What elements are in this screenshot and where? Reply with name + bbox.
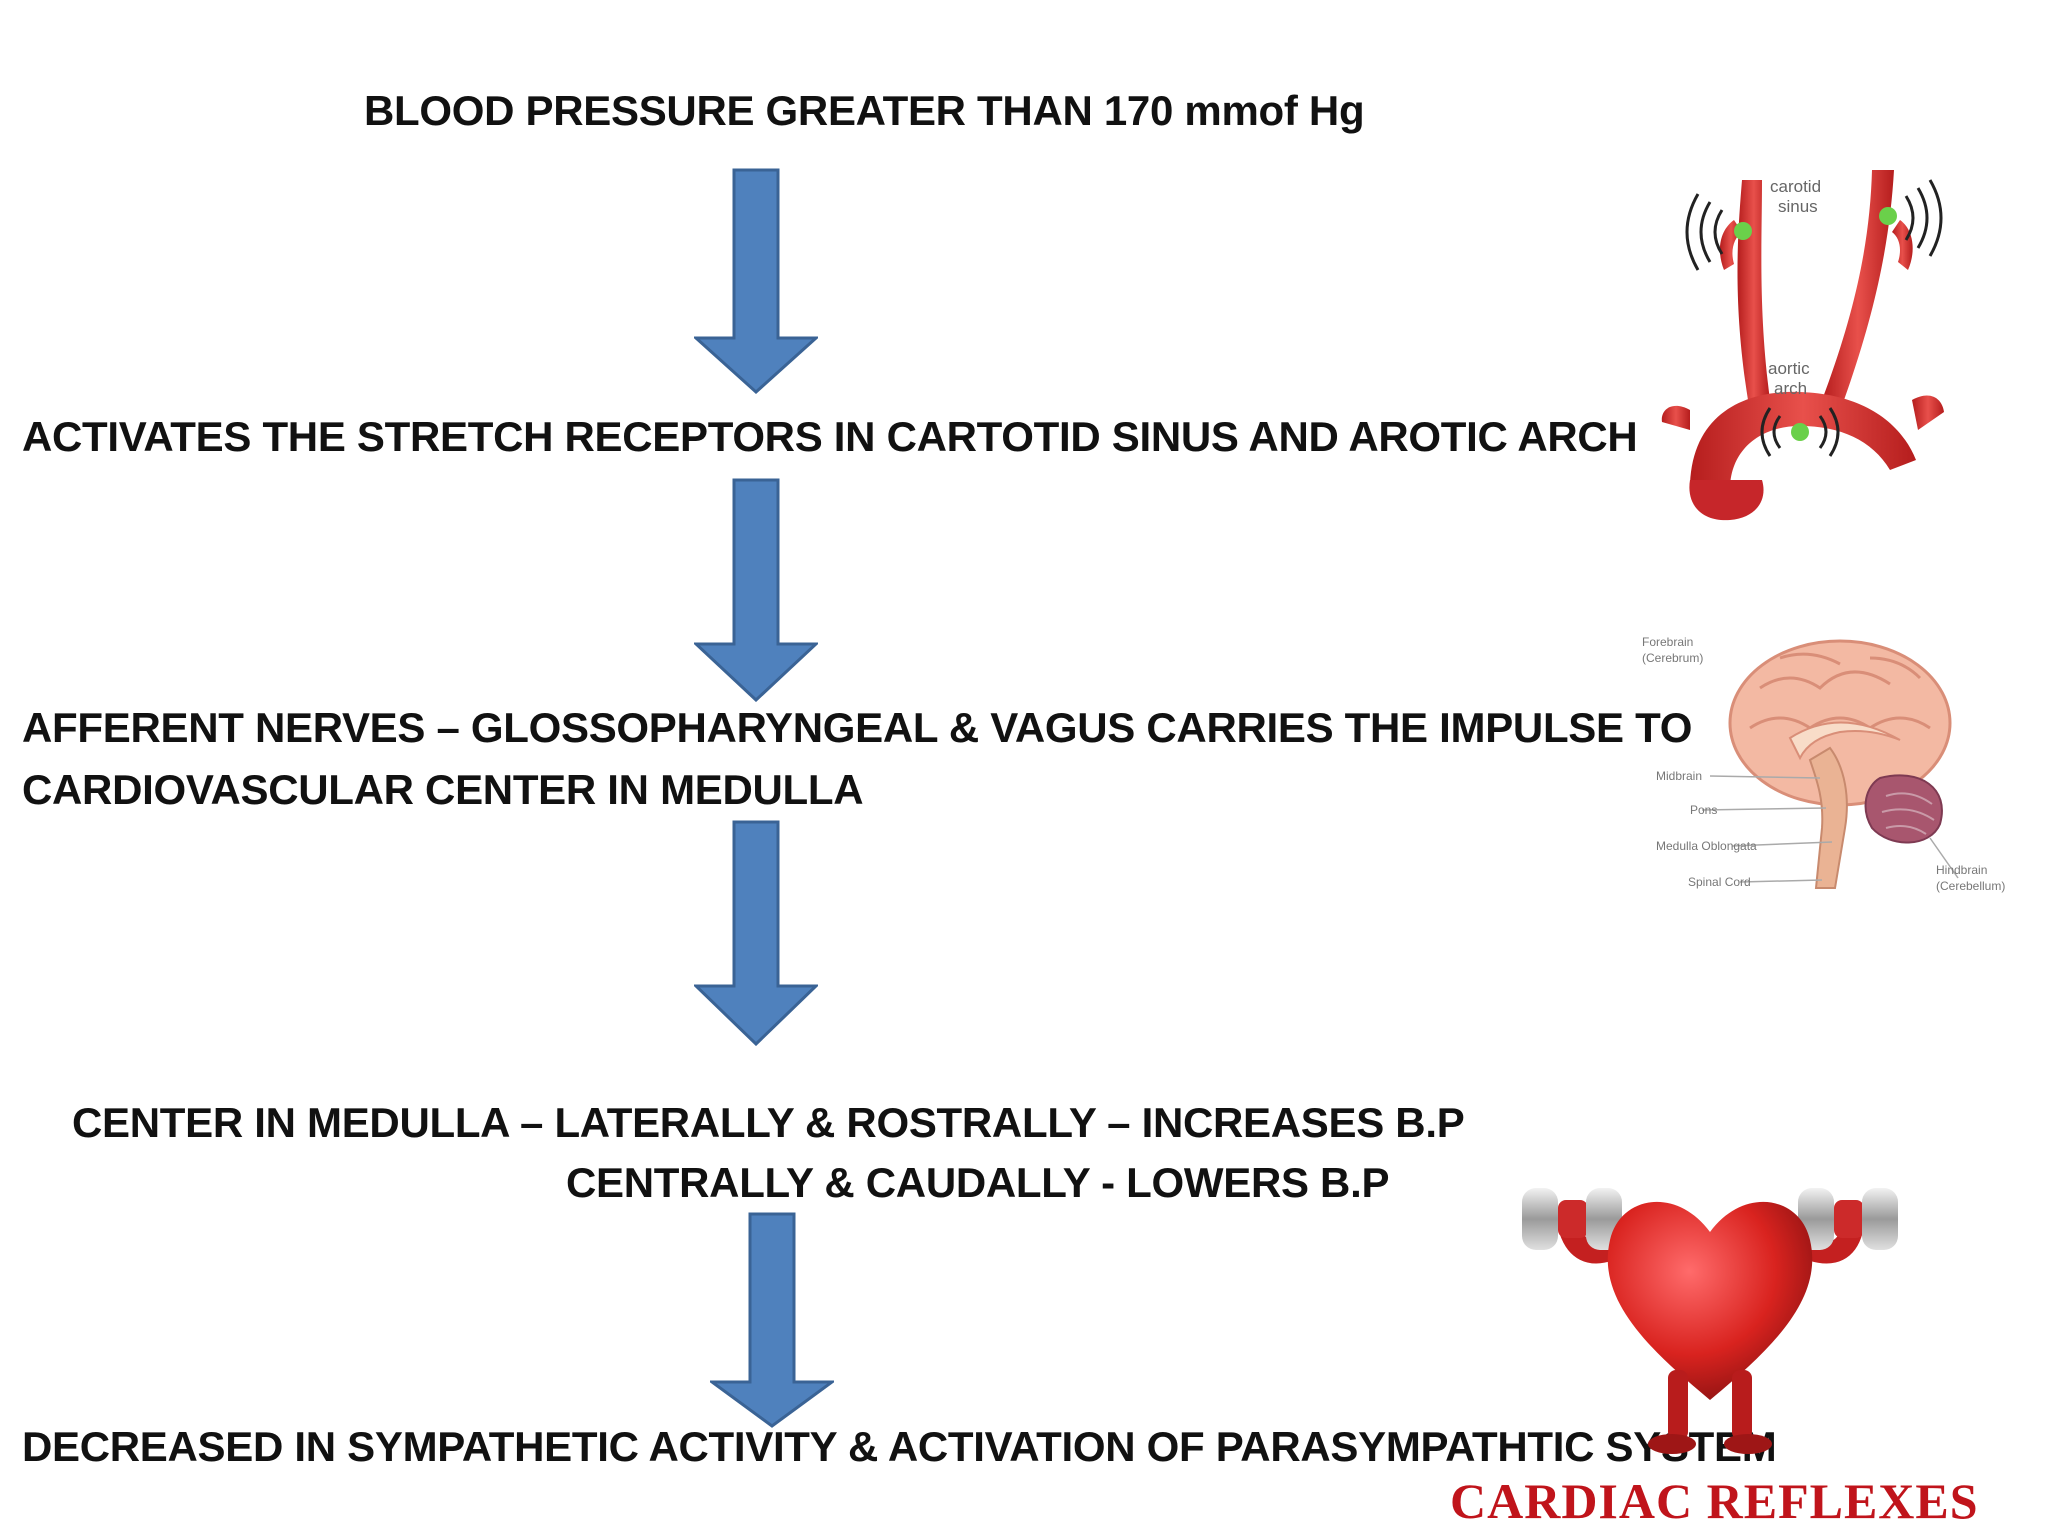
carotid-aortic-illustration: carotid sinus aortic arch — [1650, 160, 1950, 530]
brain-illustration: Forebrain (Cerebrum) Midbrain Pons Medul… — [1640, 628, 2020, 908]
label-cerebrum: (Cerebrum) — [1642, 651, 1703, 665]
down-arrow-2 — [694, 478, 818, 702]
step-sympathetic-parasympathetic: DECREASED IN SYMPATHETIC ACTIVITY & ACTI… — [22, 1423, 1777, 1470]
heart-mascot-illustration — [1500, 1140, 1920, 1460]
step-center-medulla-line1: CENTER IN MEDULLA – LATERALLY & ROSTRALL… — [72, 1099, 1465, 1146]
label-medulla: Medulla Oblongata — [1656, 839, 1757, 853]
label-carotid: carotid — [1770, 177, 1821, 196]
label-midbrain: Midbrain — [1656, 769, 1702, 783]
step-blood-pressure: BLOOD PRESSURE GREATER THAN 170 mmof Hg — [364, 87, 1365, 134]
step-stretch-receptors: ACTIVATES THE STRETCH RECEPTORS IN CARTO… — [22, 413, 1638, 460]
label-pons: Pons — [1690, 803, 1717, 817]
label-forebrain: Forebrain — [1642, 635, 1693, 649]
label-aortic: aortic — [1768, 359, 1810, 378]
label-arch: arch — [1774, 379, 1807, 398]
down-arrow-1 — [694, 168, 818, 394]
step-center-medulla-line2: CENTRALLY & CAUDALLY - LOWERS B.P — [566, 1159, 1390, 1206]
cardiac-reflexes-title: CARDIAC REFLEXES — [1450, 1473, 1979, 1529]
label-spinal-cord: Spinal Cord — [1688, 875, 1751, 889]
down-arrow-4 — [710, 1212, 834, 1428]
label-cerebellum: (Cerebellum) — [1936, 879, 2005, 893]
down-arrow-3 — [694, 820, 818, 1046]
step-afferent-nerves-line2: CARDIOVASCULAR CENTER IN MEDULLA — [22, 766, 864, 813]
label-hindbrain: Hindbrain — [1936, 863, 1987, 877]
step-afferent-nerves-line1: AFFERENT NERVES – GLOSSOPHARYNGEAL & VAG… — [22, 704, 1693, 751]
label-sinus: sinus — [1778, 197, 1818, 216]
